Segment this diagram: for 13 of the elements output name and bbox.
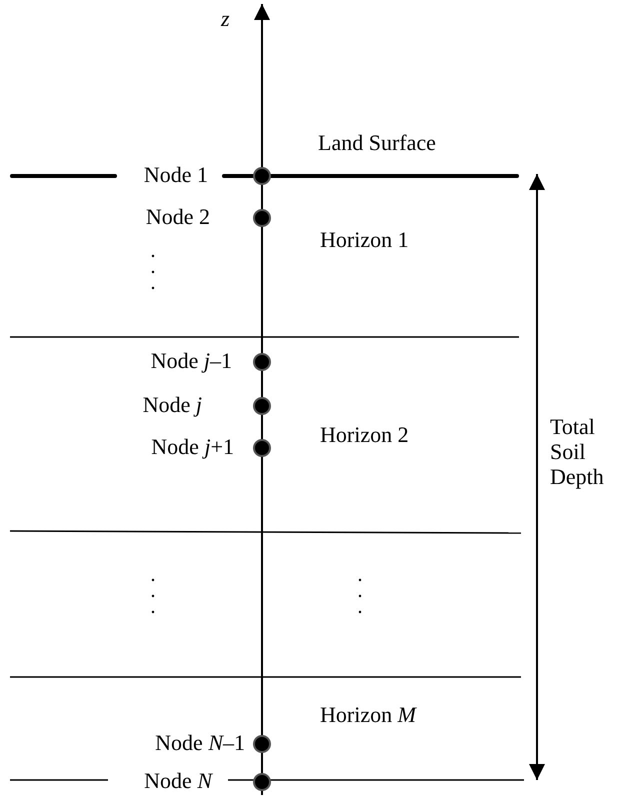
region-label: Horizon 1 xyxy=(320,227,409,252)
node-label: Node j+1 xyxy=(151,435,234,459)
node-label: Node j–1 xyxy=(150,349,232,373)
region-label: Horizon M xyxy=(320,702,416,727)
dimension-label: Total Soil Depth xyxy=(550,414,605,489)
node-label: Node 2 xyxy=(146,205,210,229)
node-label: Node 1 xyxy=(144,163,208,187)
node-label: Node N xyxy=(144,769,212,793)
node-label: Node j xyxy=(142,393,202,417)
region-label: Land Surface xyxy=(318,130,436,155)
node-label: Node N–1 xyxy=(155,731,245,755)
axis-label: z xyxy=(221,6,230,31)
region-label: Horizon 2 xyxy=(320,422,409,447)
